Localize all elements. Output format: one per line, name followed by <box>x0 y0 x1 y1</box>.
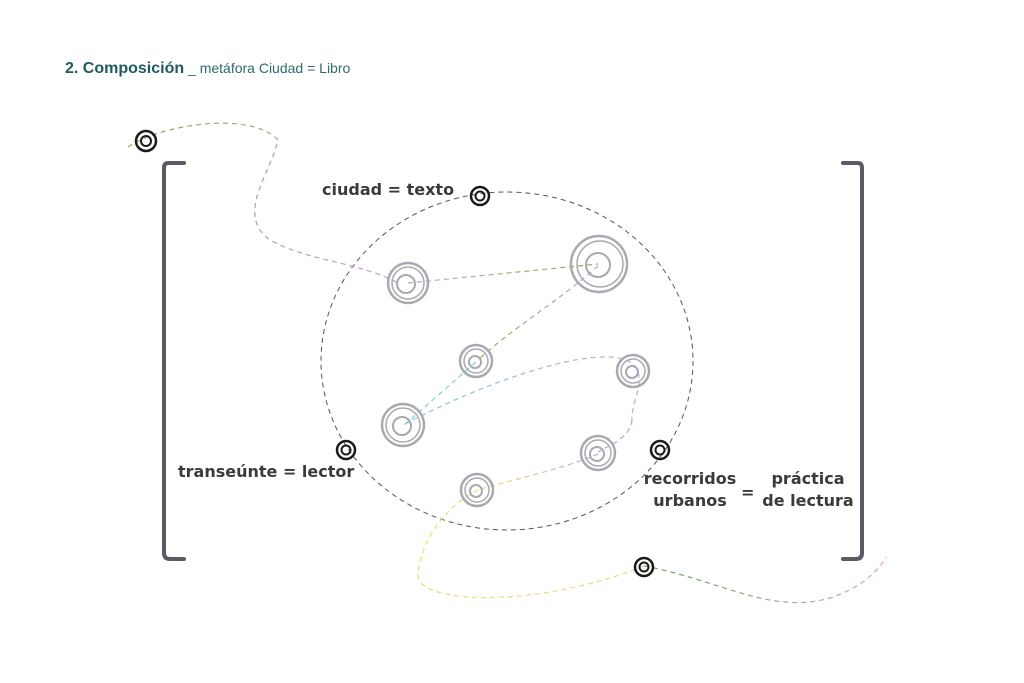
path-exit-loop <box>417 489 645 599</box>
target-node-icon <box>633 556 655 578</box>
target-node-icon <box>134 129 158 153</box>
city-node-icon <box>569 234 629 294</box>
path-node3-node4 <box>402 361 477 427</box>
label-practica-lectura: práctica de lectura <box>758 468 858 512</box>
city-node-icon <box>579 434 617 472</box>
city-boundary <box>320 191 694 531</box>
path-node4-node5 <box>404 356 640 425</box>
label-transeunte-lector: transeúnte = lector <box>178 462 355 481</box>
path-node5-node6 <box>597 419 633 453</box>
city-node-icon <box>458 343 494 379</box>
label-equals: = <box>741 483 755 502</box>
label-practica-line2: de lectura <box>762 491 854 510</box>
path-node1-node2 <box>407 263 599 284</box>
left-bracket <box>162 161 186 561</box>
section-subtitle: metáfora Ciudad = Libro <box>199 60 351 76</box>
label-recorridos-line2: urbanos <box>653 491 727 510</box>
target-node-icon <box>649 439 671 461</box>
target-node-icon <box>335 439 357 461</box>
label-ciudad-texto: ciudad = texto <box>322 180 455 199</box>
label-recorridos-urbanos: recorridos urbanos <box>640 468 740 512</box>
city-node-icon <box>459 472 495 508</box>
city-node-icon <box>380 402 426 448</box>
page-title: 2. Composición _ metáfora Ciudad = Libro <box>65 60 350 78</box>
city-node-icon <box>615 353 651 389</box>
city-node-icon <box>386 261 430 305</box>
title-separator: _ <box>184 60 200 76</box>
path-node2-node3 <box>477 265 599 361</box>
label-practica-line1: práctica <box>771 469 845 488</box>
path-entry <box>127 122 399 284</box>
target-node-icon <box>469 185 491 207</box>
path-exit-tail <box>643 556 887 604</box>
section-title: 2. Composición <box>65 60 185 77</box>
path-node6-node7 <box>477 453 599 491</box>
label-recorridos-line1: recorridos <box>643 469 737 488</box>
right-bracket <box>841 161 864 561</box>
